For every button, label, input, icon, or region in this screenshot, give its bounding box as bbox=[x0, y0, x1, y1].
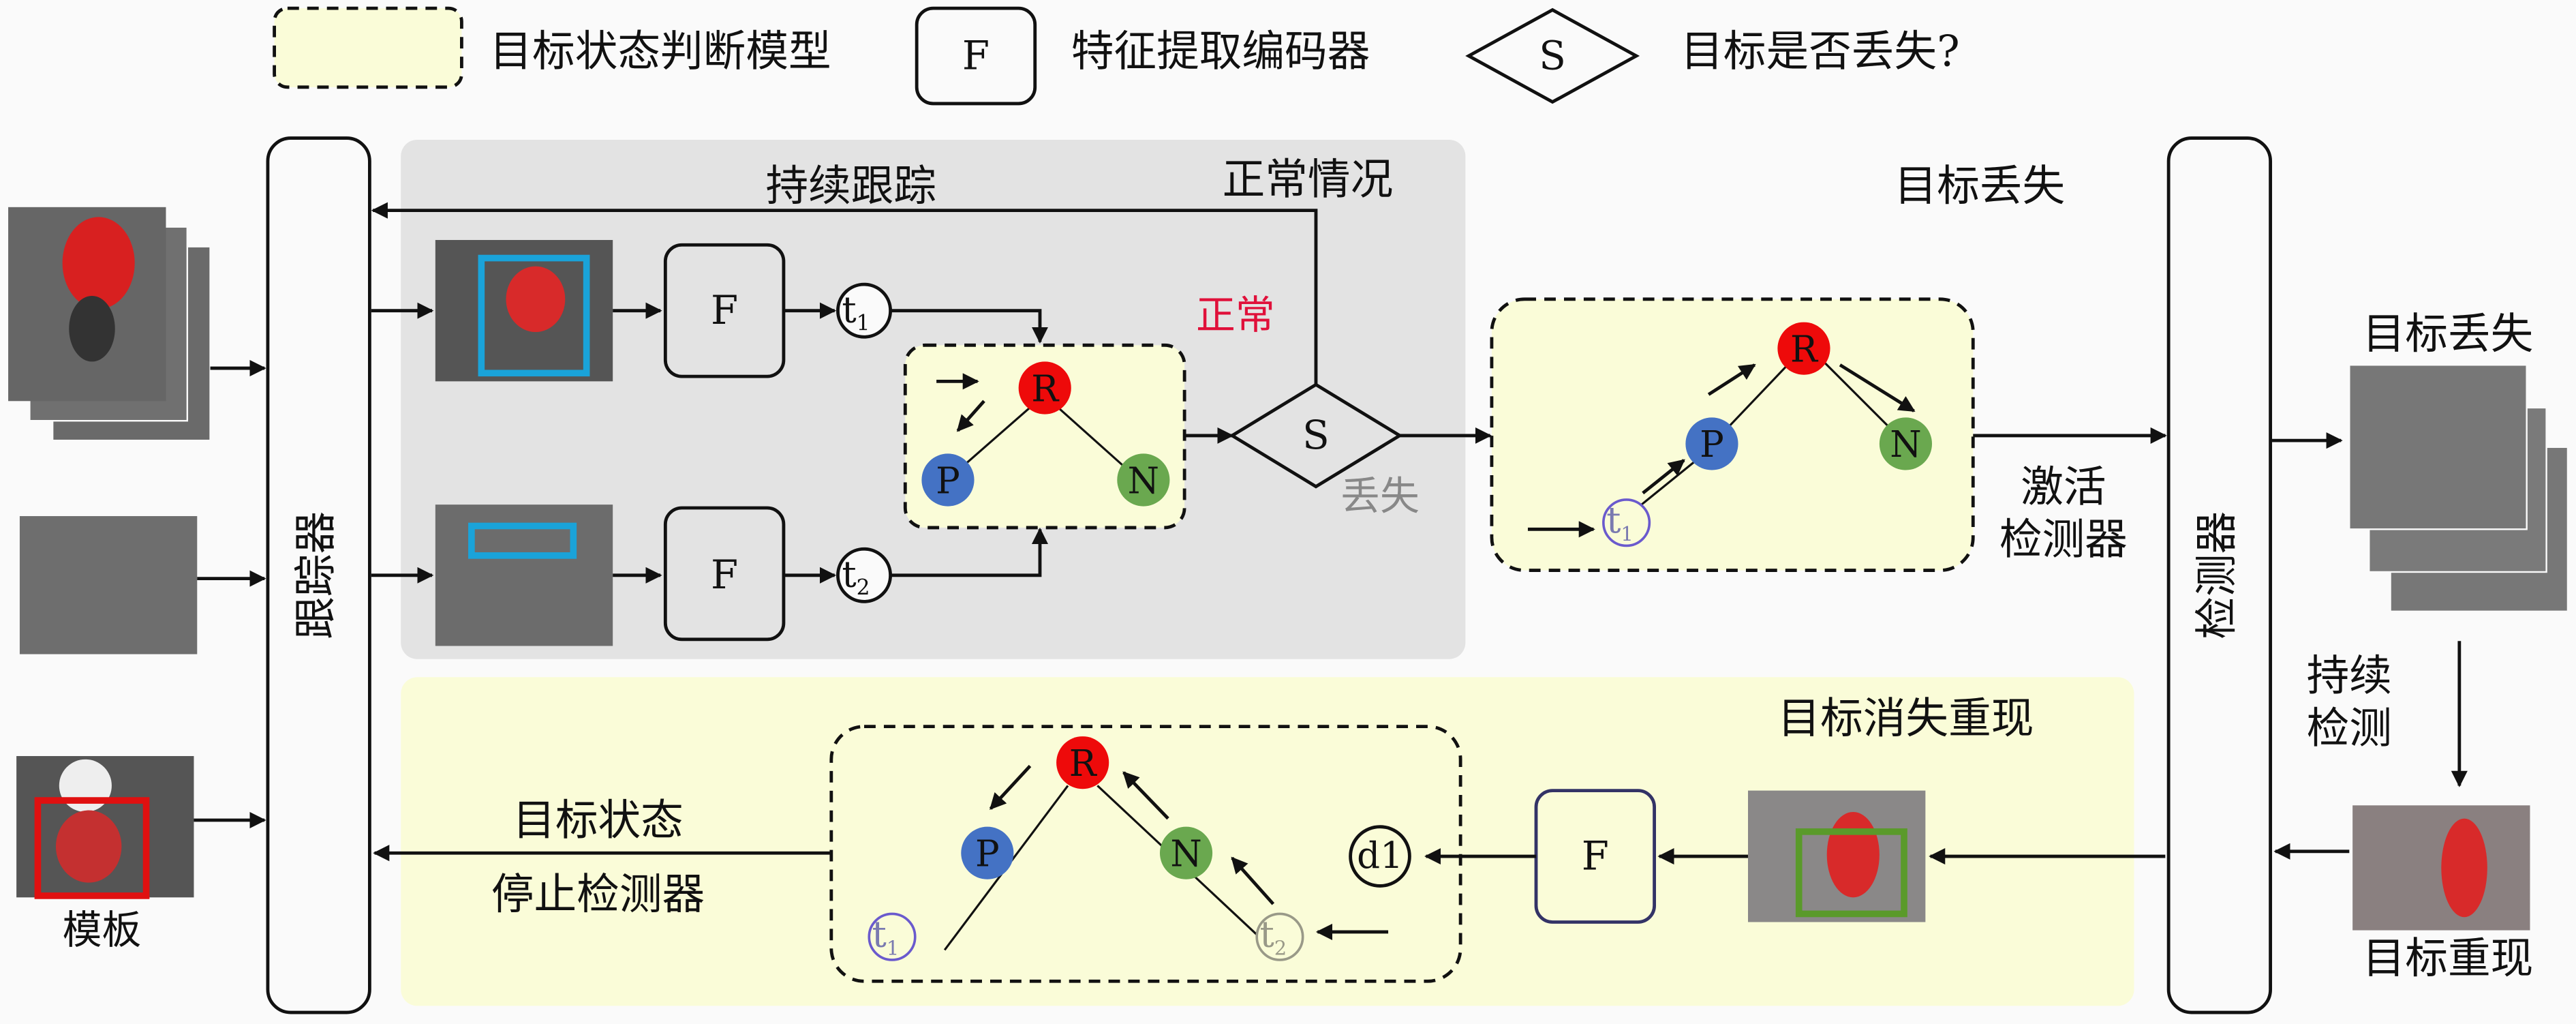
target-lost-title: 目标丢失 bbox=[1895, 161, 2066, 211]
edge-lost-r-n bbox=[1822, 361, 1894, 432]
bottom-node-t1-label: t1 bbox=[872, 914, 900, 960]
detector-label: 检测器 bbox=[2192, 511, 2241, 639]
lost-label: 丢失 bbox=[1340, 472, 1420, 519]
bottom-node-n bbox=[1159, 826, 1213, 879]
tracker-label: 跟踪器 bbox=[291, 511, 341, 639]
lost-node-p bbox=[1685, 417, 1738, 470]
continue-tracking-label: 持续跟踪 bbox=[765, 161, 936, 211]
edge-r-n bbox=[1056, 405, 1135, 476]
bottom-node-n-label: N bbox=[1170, 833, 1201, 875]
legend-encoder-symbol: F bbox=[962, 32, 990, 78]
node-r-label: R bbox=[1031, 367, 1060, 410]
normal-case-label: 正常情况 bbox=[1223, 155, 1394, 205]
lost-r-n-arrow bbox=[1839, 363, 1916, 412]
template-image bbox=[16, 755, 194, 899]
t2-node-label: t2 bbox=[842, 554, 870, 601]
reappear-frame bbox=[1748, 790, 1926, 922]
right-lost-label: 目标丢失 bbox=[2363, 309, 2534, 359]
reappear-panel bbox=[401, 677, 2134, 1006]
node-p bbox=[921, 453, 975, 507]
d1-node bbox=[1349, 825, 1411, 888]
bottom-t2-n-arrow bbox=[1231, 856, 1275, 905]
legend-decision-symbol: S bbox=[1539, 32, 1566, 78]
detector-box bbox=[2166, 136, 2273, 1014]
encoder-bottom-label: F bbox=[1582, 832, 1609, 879]
bottom-node-p-label: P bbox=[975, 833, 1000, 875]
decision-label: S bbox=[1302, 412, 1330, 458]
node-r bbox=[1018, 361, 1071, 415]
bottom-r-p-arrow bbox=[989, 764, 1032, 810]
input-frames-stack bbox=[8, 207, 211, 442]
reappear-bbox bbox=[1795, 828, 1907, 918]
tracking-bbox-1 bbox=[478, 254, 590, 377]
lost-frames-stack bbox=[2348, 364, 2569, 613]
node-n bbox=[1117, 453, 1170, 507]
input-frame-empty bbox=[19, 516, 198, 654]
tracking-frame-2 bbox=[435, 505, 613, 646]
reappear-frame-right bbox=[2352, 805, 2530, 931]
lost-node-r-label: R bbox=[1790, 328, 1819, 370]
legend-encoder-label: 特征提取编码器 bbox=[1071, 26, 1370, 76]
output-label-2: 停止检测器 bbox=[491, 869, 705, 919]
lost-node-r bbox=[1777, 322, 1830, 375]
continue-detect-1: 持续 bbox=[2307, 651, 2392, 701]
bottom-node-r bbox=[1056, 736, 1109, 789]
legend-encoder-box bbox=[915, 6, 1037, 106]
tracking-frame-1 bbox=[435, 240, 613, 382]
normal-label: 正常 bbox=[1196, 292, 1275, 338]
lost-node-t1-label: t1 bbox=[1606, 499, 1634, 545]
right-reappear-label: 目标重现 bbox=[2363, 933, 2534, 983]
arrow-t2-model bbox=[890, 527, 1049, 577]
encoder-1-label: F bbox=[711, 287, 738, 333]
t1-node-label: t1 bbox=[842, 289, 870, 336]
lost-node-t1 bbox=[1602, 498, 1651, 547]
decision-diamond bbox=[1229, 382, 1403, 489]
lost-t1-p-arrow bbox=[1642, 459, 1685, 495]
template-bbox bbox=[34, 797, 150, 899]
bottom-node-t2 bbox=[1255, 912, 1304, 961]
legend-decision-label: 目标是否丢失? bbox=[1681, 26, 1960, 76]
edge-lost-p-r bbox=[1724, 361, 1792, 432]
arrow-t1-model bbox=[890, 309, 1049, 344]
activate-label-1: 激活 bbox=[2021, 462, 2106, 511]
encoder-2-label: F bbox=[711, 552, 738, 598]
d1-node-label: d1 bbox=[1357, 834, 1403, 877]
output-label-1: 目标状态 bbox=[512, 796, 684, 845]
lost-node-n-label: N bbox=[1890, 423, 1921, 466]
bottom-n-r-arrow bbox=[1122, 771, 1169, 820]
bottom-node-p bbox=[961, 826, 1014, 879]
bottom-node-t1 bbox=[868, 912, 917, 961]
tracker-box bbox=[266, 136, 371, 1014]
template-label: 模板 bbox=[63, 907, 142, 953]
tracking-bbox-2 bbox=[468, 522, 577, 559]
lost-p-r-arrow bbox=[1707, 363, 1756, 396]
continue-detect-2: 检测 bbox=[2307, 704, 2392, 753]
reappear-title: 目标消失重现 bbox=[1777, 693, 2034, 743]
arrow-continue-tracking bbox=[371, 202, 1318, 385]
legend-decision-diamond bbox=[1465, 7, 1640, 104]
activate-label-2: 检测器 bbox=[1999, 514, 2128, 564]
bottom-node-t2-label: t2 bbox=[1259, 914, 1287, 960]
legend-model-label: 目标状态判断模型 bbox=[489, 26, 831, 76]
legend-model-swatch bbox=[273, 6, 463, 89]
node-p-label: P bbox=[936, 460, 960, 502]
legend: 目标状态判断模型 F 特征提取编码器 S 目标是否丢失? bbox=[273, 6, 1960, 106]
lost-node-n bbox=[1879, 417, 1932, 470]
edge-lost-t1-p bbox=[1630, 456, 1702, 514]
lost-node-p-label: P bbox=[1700, 423, 1724, 466]
node-n-label: N bbox=[1128, 460, 1159, 502]
bottom-node-r-label: R bbox=[1069, 742, 1098, 785]
model-r-p-arrow bbox=[956, 400, 985, 432]
